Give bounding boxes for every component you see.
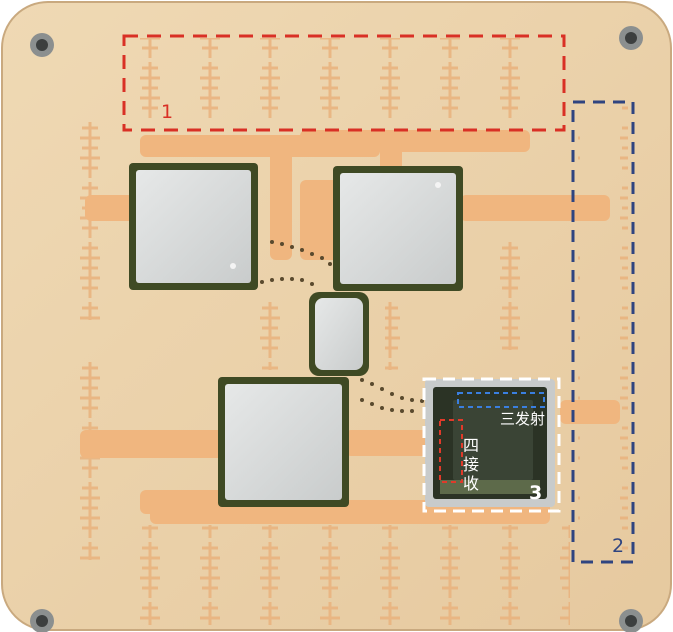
mounting-holes	[30, 26, 643, 632]
antenna-array	[55, 38, 628, 625]
transceiver-chip	[425, 379, 555, 507]
region-1-label: 1	[161, 101, 174, 123]
receive-label: 四接收	[463, 436, 480, 493]
region-2-label: 2	[612, 535, 625, 557]
receive-box	[439, 419, 463, 483]
region-3-box	[422, 377, 561, 513]
transmit-label: 三发射	[500, 410, 546, 428]
chip-bottom-left	[218, 377, 349, 507]
transmit-box	[457, 392, 545, 408]
region-2-box	[571, 100, 635, 564]
region-3-label: 3	[529, 482, 543, 504]
region-1-box	[122, 34, 566, 132]
chip-center	[309, 292, 369, 376]
via-rows	[260, 240, 424, 413]
chip-top-left	[129, 163, 258, 290]
chip-top-right	[333, 166, 463, 291]
